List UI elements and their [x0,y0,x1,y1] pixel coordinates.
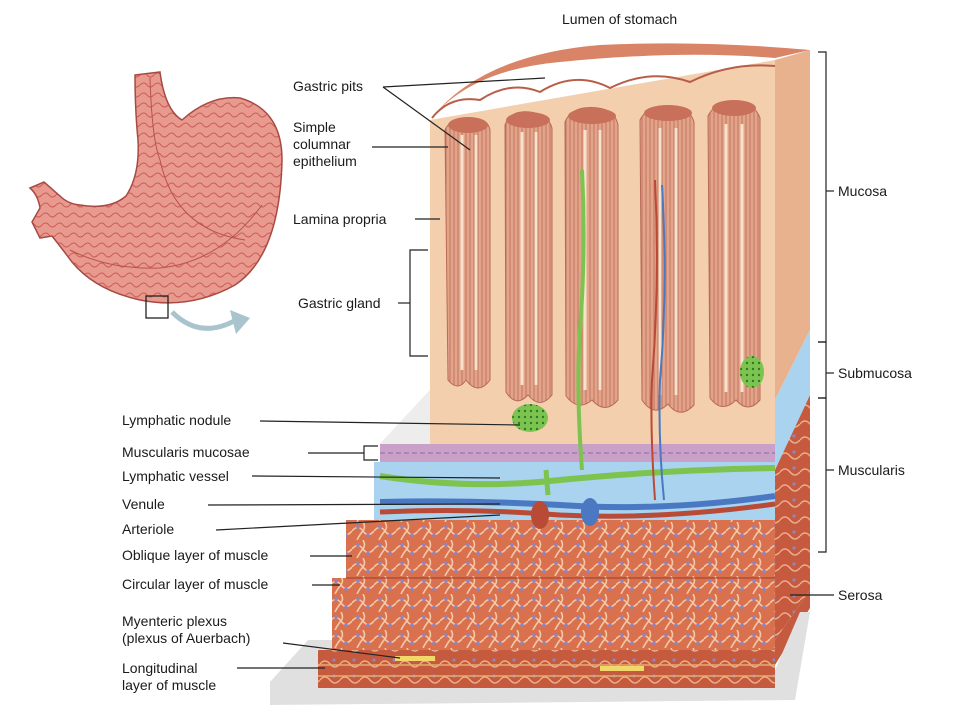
label-longitudinal-layer: Longitudinal layer of muscle [122,660,217,693]
label-gastric-gland: Gastric gland [298,295,381,311]
label-lumen: Lumen of stomach [562,11,678,27]
oblique-layer [346,520,775,578]
label-gastric-pits: Gastric pits [293,78,364,94]
lymphatic-nodule [512,404,548,432]
label-circular-layer: Circular layer of muscle [122,576,269,592]
muscle-layers [318,444,775,688]
block-right-face [775,50,810,665]
label-venule: Venule [122,496,165,512]
muscularis-mucosae-layer [380,444,775,462]
arteriole [379,501,776,519]
label-muscularis: Muscularis [838,462,905,478]
venule [379,493,776,511]
vessels [379,465,776,529]
label-oblique-layer: Oblique layer of muscle [122,547,269,563]
label-lamina-propria: Lamina propria [293,211,387,227]
label-arteriole: Arteriole [122,521,175,537]
magnify-box [145,295,169,319]
mucosa [380,43,810,501]
lymphatic-vessel [379,465,776,488]
label-lymphatic-nodule: Lymphatic nodule [122,412,232,428]
label-lymphatic-vessel: Lymphatic vessel [122,468,229,484]
label-myenteric-plexus: Myenteric plexus (plexus of Auerbach) [122,613,251,646]
circular-layer [332,578,775,650]
gastric-pits [448,100,756,133]
longitudinal-layer [318,650,775,688]
stomach-illustration [28,71,283,334]
label-mucosa: Mucosa [838,183,888,199]
label-simple-columnar-epithelium: Simple columnar epithelium [293,119,357,169]
label-submucosa: Submucosa [838,365,912,381]
label-muscularis-mucosae: Muscularis mucosae [122,444,250,460]
magnify-arrow-icon [170,310,238,331]
leader-lines [207,51,834,669]
label-serosa: Serosa [838,587,883,603]
